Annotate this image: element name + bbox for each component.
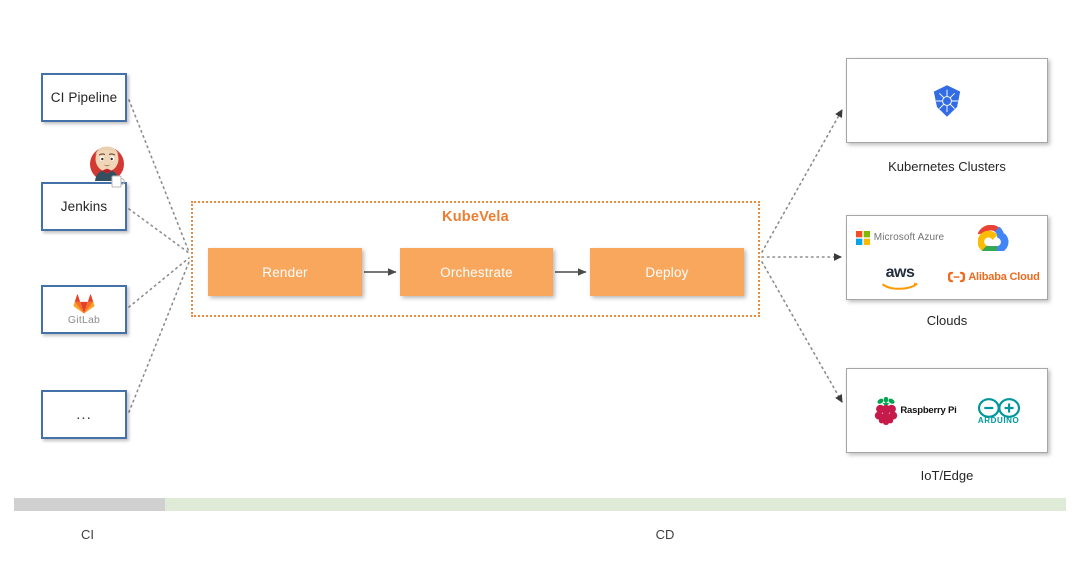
iot-logo-row: Raspberry Pi ARDUINO (847, 369, 1047, 452)
stage-label-render: Render (262, 264, 308, 280)
source-box-jenkins[interactable]: Jenkins (41, 182, 127, 231)
target-caption-clouds: Clouds (926, 313, 968, 328)
phase-label-cd: CD (655, 527, 675, 542)
wire-kubevela-to-kubernetes (761, 109, 843, 253)
azure-wordmark: Microsoft Azure (873, 232, 945, 244)
cloud-cell-google (978, 224, 1010, 251)
wire-jenkins-to-kubevela (128, 208, 190, 254)
source-label-ci-pipeline: CI Pipeline (50, 90, 118, 105)
arduino-wordmark: ARDUINO (977, 416, 1020, 425)
arduino-logo-wrap: ARDUINO (977, 396, 1021, 425)
raspberry-pi-logo-wrap: Raspberry Pi (873, 396, 957, 425)
source-label-jenkins: Jenkins (60, 199, 108, 214)
gitlab-fox-icon (73, 294, 95, 314)
raspberry-pi-wordmark: Raspberry Pi (900, 405, 957, 416)
phase-segment-ci (14, 498, 165, 511)
source-box-ci-pipeline[interactable]: CI Pipeline (41, 73, 127, 122)
target-caption-iot-edge: IoT/Edge (920, 468, 974, 483)
phase-progress-bar (14, 498, 1066, 511)
arduino-icon (977, 398, 1020, 418)
stage-deploy[interactable]: Deploy (590, 248, 744, 296)
source-box-ellipsis[interactable]: ... (41, 390, 127, 439)
stage-label-deploy: Deploy (645, 264, 689, 280)
raspberry-pi-icon (875, 396, 898, 425)
aws-logo-wrap: aws (882, 263, 918, 290)
alibaba-logo-wrap: Alibaba Cloud (948, 271, 1040, 284)
cloud-cell-alibaba: Alibaba Cloud (948, 271, 1040, 284)
target-box-iot-edge[interactable]: Raspberry Pi ARDUINO (846, 368, 1048, 453)
wire-gitlab-to-kubevela (128, 257, 190, 308)
alibaba-wordmark: Alibaba Cloud (968, 271, 1040, 284)
wire-kubevela-to-iot (761, 261, 843, 403)
jenkins-butler-icon (90, 146, 125, 188)
kubevela-group-container: KubeVela (191, 201, 760, 317)
kubevela-title: KubeVela (442, 209, 509, 225)
google-cloud-icon (978, 224, 1009, 251)
microsoft-azure-icon (855, 230, 870, 245)
target-caption-kubernetes-clusters: Kubernetes Clusters (888, 159, 1006, 174)
gitlab-logo-wrap: GitLab (68, 294, 100, 326)
gitlab-wordmark: GitLab (67, 313, 101, 326)
aws-smile-icon (882, 282, 918, 290)
cloud-cell-aws: aws (882, 263, 918, 290)
stage-render[interactable]: Render (208, 248, 362, 296)
wire-ci-pipeline-to-kubevela (128, 99, 190, 253)
target-box-kubernetes-clusters[interactable] (846, 58, 1048, 143)
alibaba-cloud-icon (948, 272, 966, 283)
kubernetes-logo-wrap (847, 59, 1047, 142)
phase-segment-cd (165, 498, 1066, 511)
wire-ellipsis-to-kubevela (128, 261, 190, 413)
source-box-gitlab[interactable]: GitLab (41, 285, 127, 334)
source-label-ellipsis: ... (76, 406, 92, 423)
stage-label-orchestrate: Orchestrate (440, 264, 513, 280)
target-box-clouds[interactable]: Microsoft Azure aws (846, 215, 1048, 300)
stage-orchestrate[interactable]: Orchestrate (400, 248, 553, 296)
phase-label-ci: CI (81, 527, 94, 542)
cloud-cell-azure: Microsoft Azure (855, 230, 945, 245)
cloud-logo-grid: Microsoft Azure aws (847, 216, 1047, 299)
azure-logo-wrap: Microsoft Azure (855, 230, 945, 245)
aws-wordmark: aws (885, 263, 915, 281)
kubernetes-icon (933, 84, 961, 117)
